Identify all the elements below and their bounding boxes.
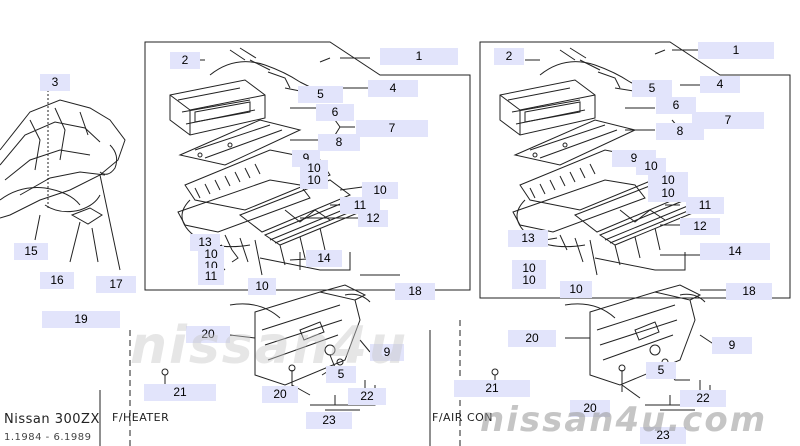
watermark-bottom-right: nissan4u.com — [480, 400, 768, 440]
left-face-plate — [161, 284, 371, 392]
callout-10c[interactable]: 10 — [362, 182, 398, 199]
left-control-unit — [169, 47, 341, 136]
callout-r4[interactable]: 4 — [700, 76, 740, 93]
callout-17[interactable]: 17 — [96, 276, 136, 293]
callout-11b[interactable]: 11 — [198, 268, 224, 285]
callout-r1[interactable]: 1 — [698, 42, 774, 59]
right-switch-block — [512, 149, 702, 266]
model-years: 1.1984 - 6.1989 — [4, 432, 92, 443]
dashboard-illustration — [0, 90, 126, 271]
callout-r5b[interactable]: 5 — [646, 362, 676, 379]
panel-caption-heater: F/HEATER — [112, 411, 170, 424]
callout-1[interactable]: 1 — [380, 48, 458, 65]
callout-r5[interactable]: 5 — [632, 80, 672, 97]
callout-10f[interactable]: 10 — [248, 278, 276, 295]
callout-r12[interactable]: 12 — [680, 218, 720, 235]
callout-r20b[interactable]: 20 — [570, 400, 610, 417]
callout-12[interactable]: 12 — [358, 210, 388, 227]
callout-16[interactable]: 16 — [40, 272, 74, 289]
callout-r14[interactable]: 14 — [700, 243, 770, 260]
callout-23[interactable]: 23 — [306, 412, 352, 429]
callout-14[interactable]: 14 — [306, 250, 342, 267]
callout-r20[interactable]: 20 — [508, 330, 556, 347]
callout-r13[interactable]: 13 — [508, 230, 548, 247]
callout-2[interactable]: 2 — [170, 52, 200, 69]
callout-r21[interactable]: 21 — [454, 380, 530, 397]
right-face-plate — [491, 284, 706, 392]
callout-r10f[interactable]: 10 — [560, 281, 592, 298]
right-bracket-lines — [594, 252, 711, 411]
callout-5[interactable]: 5 — [298, 86, 343, 103]
callout-r2[interactable]: 2 — [494, 48, 524, 65]
callout-20b[interactable]: 20 — [262, 386, 298, 403]
callout-22[interactable]: 22 — [348, 388, 386, 405]
callout-8[interactable]: 8 — [318, 134, 360, 151]
callout-r10c[interactable]: 10 — [648, 185, 688, 202]
callout-4[interactable]: 4 — [368, 80, 418, 97]
heater-panel-outline — [99, 41, 471, 446]
callout-r7[interactable]: 7 — [692, 112, 764, 129]
callout-9b[interactable]: 9 — [370, 344, 404, 361]
callout-r10a[interactable]: 10 — [636, 158, 666, 175]
callout-15[interactable]: 15 — [14, 243, 48, 260]
model-name: Nissan 300ZX — [4, 412, 100, 427]
callout-r10b[interactable]: 10 — [648, 172, 688, 189]
watermark-center: nissan4u — [130, 316, 409, 376]
callout-r23[interactable]: 23 — [640, 427, 686, 444]
callout-r10e[interactable]: 10 — [512, 272, 546, 289]
callout-3[interactable]: 3 — [40, 74, 70, 91]
callout-11[interactable]: 11 — [340, 197, 380, 214]
callout-5b[interactable]: 5 — [326, 366, 356, 383]
left-bracket-plate — [178, 119, 302, 166]
callout-21[interactable]: 21 — [144, 384, 216, 401]
panel-caption-aircon: F/AIR CON — [432, 411, 494, 424]
callout-r11[interactable]: 11 — [686, 197, 724, 214]
callout-r18[interactable]: 18 — [726, 283, 772, 300]
callout-19[interactable]: 19 — [42, 311, 120, 328]
callout-10b[interactable]: 10 — [300, 172, 328, 189]
callout-r6[interactable]: 6 — [656, 97, 696, 114]
callout-20[interactable]: 20 — [186, 326, 230, 343]
callout-r22[interactable]: 22 — [680, 390, 726, 407]
callout-6[interactable]: 6 — [316, 104, 354, 121]
callout-r9b[interactable]: 9 — [712, 337, 752, 354]
callout-7[interactable]: 7 — [356, 120, 428, 137]
callout-18[interactable]: 18 — [395, 283, 435, 300]
callout-r8[interactable]: 8 — [656, 123, 704, 140]
